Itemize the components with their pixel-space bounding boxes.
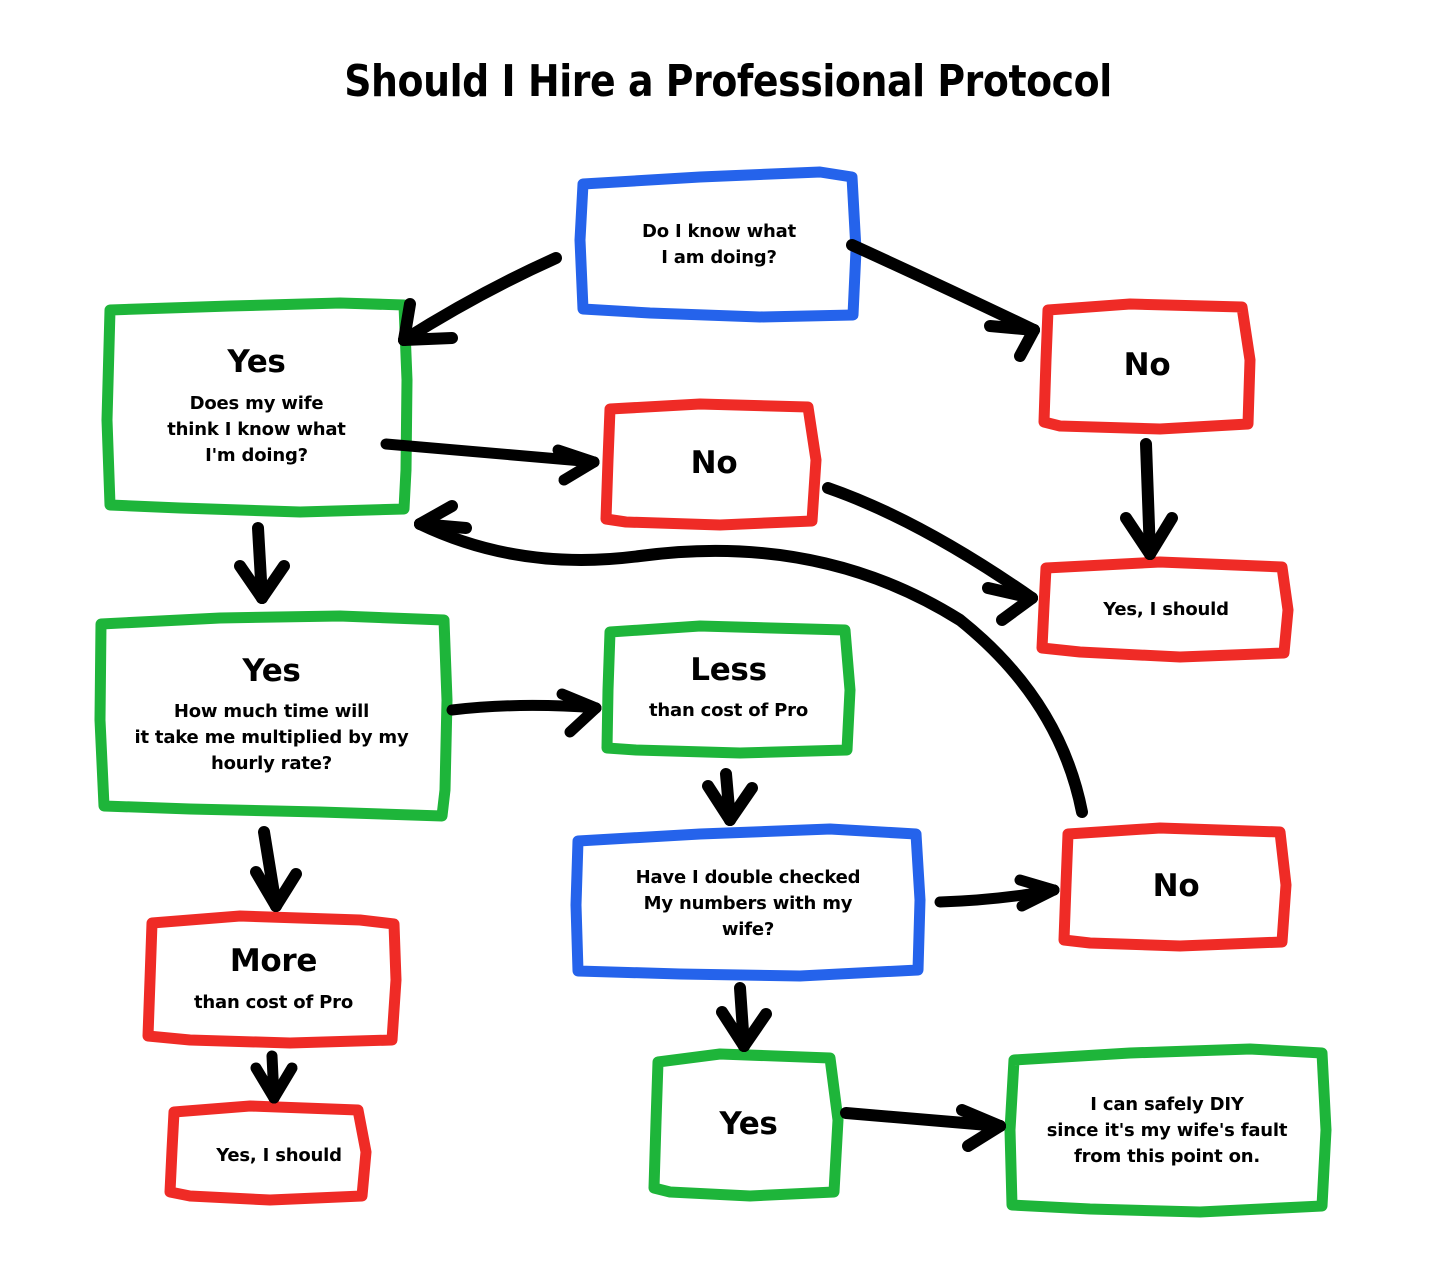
node-more-subtext: than cost of Pro: [194, 991, 353, 1013]
node-have-i-double-checked-line3: wife?: [721, 919, 775, 941]
box-less: [601, 620, 856, 759]
node-do-i-know-line2: I am doing?: [661, 247, 777, 268]
node-yes-i-should-bottom: Yes, I should: [168, 1104, 390, 1209]
box-yes-should-right: [1036, 556, 1294, 663]
node-yes-does-my-wife-line3: I'm doing?: [205, 444, 308, 466]
node-yes-how-much-time-text: How much time will it take me multiplied…: [134, 699, 408, 777]
arrow-no-top-to-yes-should-right: [1120, 438, 1178, 560]
box-yes-should-bottom: [164, 1100, 372, 1206]
node-no-middle-heading: No: [690, 445, 738, 482]
node-i-can-safely-diy-text: I can safely DIY since it's my wife's fa…: [1047, 1092, 1288, 1170]
arrow-less-to-check: [702, 768, 758, 826]
node-yes-i-should-right-text: Yes, I should: [1103, 598, 1229, 620]
node-more-heading: More: [229, 943, 318, 980]
node-have-i-double-checked-text: Have I double checked My numbers with my…: [636, 865, 861, 943]
node-i-can-safely-diy: I can safely DIY since it's my wife's fa…: [1008, 1049, 1326, 1213]
node-do-i-know: Do I know what I am doing?: [578, 172, 860, 318]
box-know: [574, 166, 862, 323]
node-yes-i-should-bottom-text: Yes, I should: [216, 1145, 342, 1167]
node-yes-how-much-time-line3: hourly rate?: [211, 753, 332, 775]
node-no-top-heading: No: [1123, 346, 1171, 383]
node-yes-does-my-wife: Yes Does my wife think I know what I'm d…: [104, 303, 409, 511]
page-title: Should I Hire a Professional Protocol: [344, 56, 1112, 107]
arrow-check-to-yes-bottom: [716, 982, 772, 1052]
node-yes-bottom: Yes: [652, 1051, 845, 1199]
node-no-right: No: [1062, 826, 1290, 948]
box-yes-time: [94, 610, 453, 822]
node-more-than-cost-of-pro: More than cost of Pro: [146, 915, 401, 1045]
arrow-know-to-no-top: [846, 239, 1040, 362]
node-yes-bottom-heading: Yes: [719, 1106, 778, 1143]
node-yes-how-much-time: Yes How much time will it take me multip…: [94, 613, 449, 818]
node-yes-how-much-time-line1: How much time will: [173, 701, 370, 723]
node-less-than-cost-of-pro: Less than cost of Pro: [603, 623, 854, 754]
node-i-can-safely-diy-line2: since it's my wife's fault: [1046, 1119, 1288, 1141]
box-yes-bottom: [648, 1048, 844, 1202]
arrow-yes-wife-to-no-mid: [380, 438, 600, 486]
node-i-can-safely-diy-line1: I can safely DIY: [1090, 1093, 1244, 1115]
node-yes-i-should-right: Yes, I should: [1040, 561, 1292, 659]
arrow-yes-time-to-more: [250, 826, 302, 912]
node-less-subtext: than cost of Pro: [649, 700, 808, 722]
node-have-i-double-checked: Have I double checked My numbers with my…: [572, 828, 924, 980]
arrow-more-to-yes-should-bottom: [250, 1050, 298, 1104]
node-have-i-double-checked-line1: Have I double checked: [635, 866, 861, 888]
arrow-no-mid-to-yes-should-right: [822, 482, 1038, 626]
node-do-i-know-line1: Do I know what: [642, 220, 796, 242]
arrow-yes-wife-to-yes-time: [234, 522, 290, 604]
arrow-check-to-no-right: [934, 874, 1060, 912]
arrow-no-right-to-yes-wife: [414, 500, 1088, 818]
arrow-yes-bottom-to-diy: [840, 1104, 1006, 1152]
node-have-i-double-checked-line2: My numbers with my: [643, 892, 853, 914]
box-check: [570, 823, 926, 982]
node-no-top: No: [1042, 303, 1252, 428]
node-do-i-know-text: Do I know what I am doing?: [642, 219, 796, 271]
box-yes-wife: [101, 297, 413, 518]
node-no-middle: No: [604, 402, 824, 526]
arrow-yes-time-to-less: [446, 688, 602, 738]
box-no-right: [1058, 822, 1292, 952]
arrow-know-to-yes-wife: [398, 252, 562, 346]
node-i-can-safely-diy-line3: from this point on.: [1074, 1146, 1260, 1168]
node-yes-does-my-wife-line1: Does my wife: [189, 392, 324, 414]
node-no-right-heading: No: [1152, 868, 1200, 905]
box-diy: [1004, 1043, 1332, 1218]
node-yes-does-my-wife-text: Does my wife think I know what I'm doing…: [167, 391, 346, 469]
node-yes-how-much-time-line2: it take me multiplied by my: [134, 727, 409, 749]
node-yes-how-much-time-heading: Yes: [242, 652, 301, 689]
box-no-mid: [600, 398, 822, 531]
box-more: [142, 910, 402, 1049]
node-less-heading: Less: [690, 651, 767, 688]
node-yes-does-my-wife-line2: think I know what: [167, 418, 346, 440]
box-no-top: [1038, 298, 1256, 435]
node-yes-does-my-wife-heading: Yes: [227, 344, 286, 381]
